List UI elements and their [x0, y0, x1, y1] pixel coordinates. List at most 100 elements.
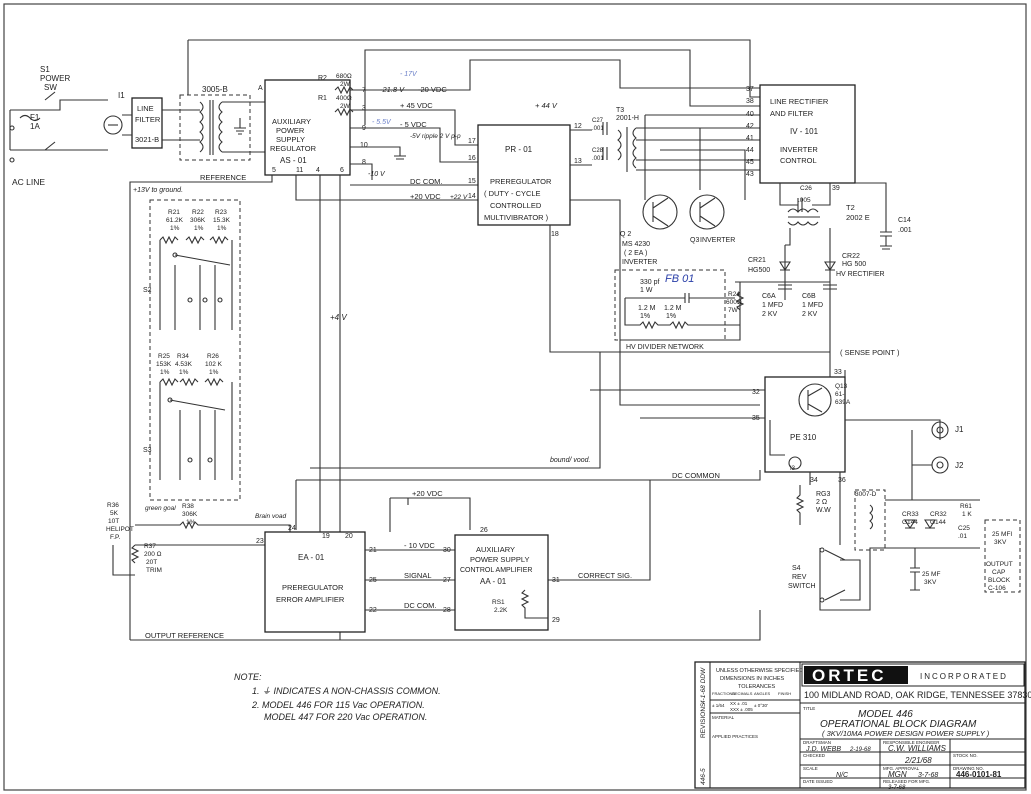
checked-label: CHECKED	[803, 753, 826, 758]
r37-label-1: R37	[144, 543, 156, 550]
tol-v-3: XXX ± .005	[730, 707, 753, 712]
r2-label-3: 2W	[340, 81, 351, 88]
as01-pin-10: 10	[360, 142, 368, 149]
iv101-pin-41: 41	[746, 135, 754, 142]
s4-label-3: SWITCH	[788, 583, 816, 590]
s2-label: S2	[143, 287, 152, 294]
switch-contact-a	[44, 91, 56, 101]
plus13v-hand: +13V to ground.	[133, 187, 183, 194]
iv101-pin-42: 42	[746, 123, 754, 130]
j2-connector-icon	[931, 456, 949, 474]
c6b-label-2: 1 MFD	[802, 302, 823, 309]
t3-label-2: 2001-H	[616, 115, 639, 122]
j1-center	[936, 426, 944, 434]
primary-winding-icon	[199, 101, 204, 153]
r1-label-3: 2W	[340, 103, 351, 110]
as01-pin-4: 4	[316, 167, 320, 174]
j1-label: J1	[955, 425, 964, 434]
pr01-box	[477, 124, 571, 226]
c14-capacitor-ground	[855, 182, 892, 250]
fb01-hand: FB 01	[665, 273, 694, 285]
output-section: RG3 2 Ω W.W 3007-D CR33 G144 CR32 G144 R…	[788, 485, 1021, 611]
drawing-number: 446-0101-81	[956, 770, 1002, 779]
as01-pin-11: 11	[296, 167, 303, 174]
ortec-logo: ORTEC	[812, 666, 887, 685]
bound-hand: bound/ vood.	[550, 457, 591, 464]
r24-label-3: 7W	[728, 307, 739, 314]
draftsman-label: DRAFTSMAN	[803, 740, 831, 745]
iv101-pin-44: 44	[746, 147, 754, 154]
c25-label-2: .01	[958, 533, 967, 540]
as01-pin-8: 8	[362, 159, 366, 166]
t3-to-iv101-wires	[636, 127, 760, 171]
rg3-label-2: 2 Ω	[816, 499, 827, 506]
pr01-wires	[549, 129, 830, 353]
iv101-pin-40: 40	[746, 111, 754, 118]
r2-label-1: R2	[318, 75, 327, 82]
rg3-label-1: RG3	[816, 491, 831, 498]
c25mf-label-2: 3KV	[994, 539, 1007, 546]
q3-label-2: INVERTER	[700, 237, 735, 244]
c25mf-label-1: 25 MFI	[992, 531, 1012, 538]
minus17v-hand: - 17V	[400, 71, 418, 78]
as01-pin-3: 3	[362, 105, 366, 112]
ea01-line-2: PREREGULATOR	[282, 583, 344, 592]
outcap-label-2: CAP	[992, 569, 1005, 576]
revisions-label: REVISIONS	[700, 702, 707, 738]
transformer-wires	[180, 90, 266, 153]
s3-contact-2	[187, 457, 193, 463]
middle-signal-runs: DC COMMON bound/ vood. +20 VDC CORRECT S…	[295, 352, 761, 581]
r21-label-2: 61.2K	[166, 217, 184, 224]
minus10v-hand: -10 V	[368, 171, 386, 178]
ripple-hand-note: -5V ripple 2 V p-p	[410, 133, 461, 140]
r21-r23-resistor-icons	[159, 235, 229, 245]
as01-line-2: POWER	[276, 126, 305, 135]
engineer-date: 2/21/68	[904, 756, 932, 765]
cr22-label-1: CR22	[842, 253, 860, 260]
aa01-pin-31: 31	[552, 577, 560, 584]
iv101-pin-45: 45	[746, 159, 754, 166]
as01-line-4: REGULATOR	[270, 144, 317, 153]
c14-label-1: C14	[898, 217, 911, 224]
as01-box	[264, 79, 351, 176]
title-block: REVISIONS 4-1-68 DDW 446-5 UNLESS OTHERW…	[694, 661, 1031, 791]
aa01-box	[454, 534, 549, 631]
notes-title: NOTE:	[234, 672, 262, 682]
pr01-pin-14: 14	[468, 193, 476, 200]
notes: NOTE: 1. ⏚ INDICATES A NON-CHASSIS COMMO…	[234, 672, 441, 722]
outcap-label-1: OUTPUT	[986, 561, 1013, 568]
q2-label-1: Q 2	[620, 231, 631, 238]
pe310-wires	[590, 352, 941, 440]
lamp-label: I1	[118, 91, 125, 100]
dc-common-wire	[295, 470, 761, 530]
hv-bus-wires	[784, 245, 831, 352]
switch-label-1: S1	[40, 65, 50, 74]
r1-label-2: 400Ω	[336, 95, 352, 102]
title-field-label: TITLE	[803, 706, 815, 711]
q13-transistor-leads	[807, 387, 823, 413]
line-terminal-b	[9, 157, 15, 163]
c6a-label-3: 2 KV	[762, 311, 778, 318]
t2-transformer-icon	[787, 208, 819, 226]
c27-label-2: .001	[592, 126, 604, 132]
pe310-box	[764, 376, 846, 473]
inverter-drive-wires	[644, 114, 760, 200]
c28-label-1: C28	[592, 148, 604, 154]
pe310-block: Q13 61- 639A PE 310 I3 32 33 35 34 36	[590, 352, 941, 545]
spec-line-2: DIMENSIONS IN INCHES	[720, 676, 785, 682]
drawing-title-3: ( 3KV/10MA POWER DESIGN POWER SUPPLY )	[822, 729, 990, 738]
j2-label: J2	[955, 461, 964, 470]
material-label: MATERIAL	[712, 715, 735, 720]
line-filter-box	[131, 97, 163, 149]
mfg-date: 3-7-68	[918, 772, 938, 779]
t2-secondary-leads	[785, 228, 831, 246]
r25-label-3: 1%	[160, 369, 170, 376]
iv101-pin-39: 39	[832, 185, 840, 192]
drawing-title-2: OPERATIONAL BLOCK DIAGRAM	[820, 719, 977, 730]
top-bus-wire	[187, 39, 760, 98]
released-label: RELEASED FOR MFG.	[883, 779, 930, 784]
pe310-pin-32: 32	[752, 389, 760, 396]
pr01-pin-12: 12	[574, 123, 582, 130]
line-filter-label-2: FILTER	[135, 115, 161, 124]
r36-label-5: F.P.	[110, 534, 121, 541]
